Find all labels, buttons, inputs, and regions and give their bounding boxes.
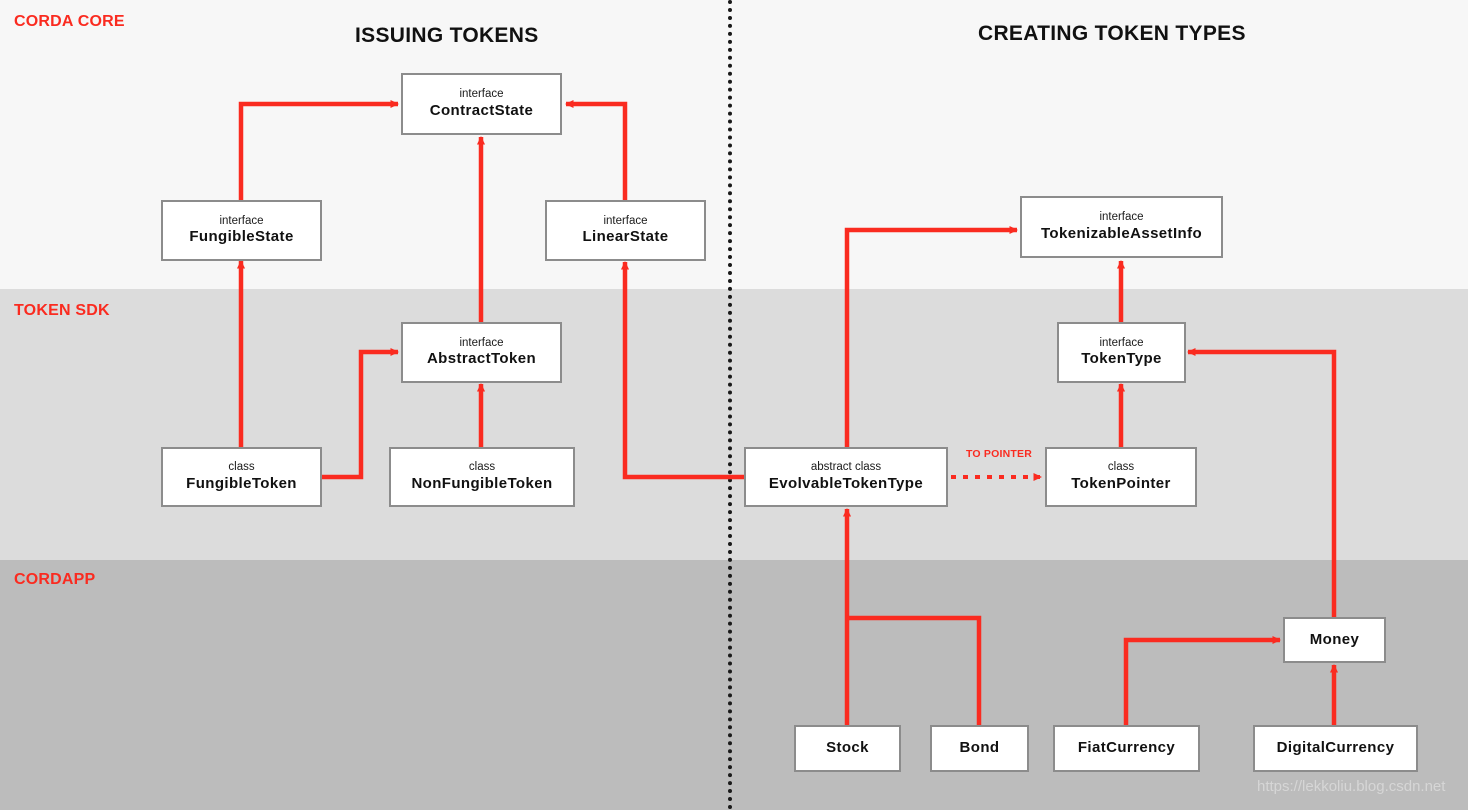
node-money[interactable]: Money [1283, 617, 1386, 663]
node-linear-state[interactable]: interface LinearState [545, 200, 706, 261]
node-name: ContractState [429, 101, 534, 119]
node-stereotype: interface [459, 88, 504, 101]
node-name: Money [1309, 630, 1360, 648]
node-bond[interactable]: Bond [930, 725, 1029, 772]
node-name: EvolvableTokenType [768, 474, 924, 492]
band-label-token-sdk: TOKEN SDK [14, 302, 110, 319]
node-fiat-currency[interactable]: FiatCurrency [1053, 725, 1200, 772]
band-label-cordapp: CORDAPP [14, 571, 96, 588]
node-name: NonFungibleToken [411, 474, 553, 492]
node-contract-state[interactable]: interface ContractState [401, 73, 562, 135]
vertical-dotted-divider [728, 0, 732, 810]
node-name: Bond [959, 739, 1000, 757]
node-tokenizable-asset-info[interactable]: interface TokenizableAssetInfo [1020, 196, 1223, 258]
node-name: FungibleState [189, 228, 294, 246]
node-stereotype: class [468, 461, 496, 474]
node-name: TokenType [1081, 350, 1162, 368]
node-digital-currency[interactable]: DigitalCurrency [1253, 725, 1418, 772]
node-token-type[interactable]: interface TokenType [1057, 322, 1186, 383]
band-cordapp [0, 560, 1468, 810]
node-name: AbstractToken [426, 350, 537, 368]
node-fungible-token[interactable]: class FungibleToken [161, 447, 322, 507]
watermark-url: https://lekkoliu.blog.csdn.net [1257, 778, 1446, 795]
node-name: TokenPointer [1071, 474, 1171, 492]
node-stereotype: abstract class [810, 461, 882, 474]
band-label-corda-core: CORDA CORE [14, 13, 125, 30]
node-fungible-state[interactable]: interface FungibleState [161, 200, 322, 261]
node-stereotype: interface [219, 214, 264, 227]
node-name: Stock [826, 739, 869, 757]
edge-label-to-pointer: TO POINTER [966, 448, 1032, 460]
node-stock[interactable]: Stock [794, 725, 901, 772]
node-name: LinearState [582, 228, 669, 246]
section-title-issuing-tokens: ISSUING TOKENS [355, 24, 539, 47]
node-name: TokenizableAssetInfo [1040, 224, 1203, 242]
node-stereotype: class [228, 461, 255, 474]
node-evolvable-token-type[interactable]: abstract class EvolvableTokenType [744, 447, 948, 507]
node-stereotype: interface [459, 336, 504, 349]
node-name: DigitalCurrency [1276, 739, 1395, 757]
node-stereotype: interface [603, 214, 648, 227]
node-stereotype: class [1107, 461, 1135, 474]
node-token-pointer[interactable]: class TokenPointer [1045, 447, 1197, 507]
band-token-sdk [0, 289, 1468, 560]
node-stereotype: interface [1099, 336, 1144, 349]
node-name: FungibleToken [186, 474, 297, 492]
node-name: FiatCurrency [1077, 739, 1176, 757]
section-title-creating-token-types: CREATING TOKEN TYPES [978, 22, 1246, 45]
node-stereotype: interface [1099, 211, 1144, 224]
node-non-fungible-token[interactable]: class NonFungibleToken [389, 447, 575, 507]
node-abstract-token[interactable]: interface AbstractToken [401, 322, 562, 383]
